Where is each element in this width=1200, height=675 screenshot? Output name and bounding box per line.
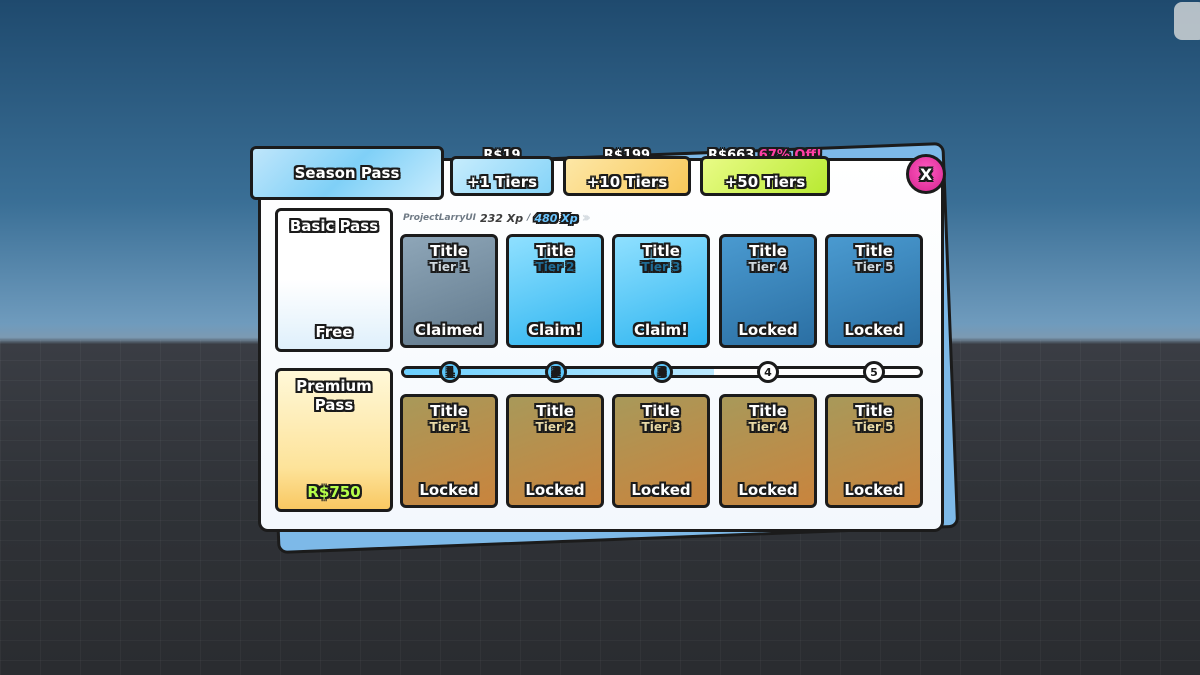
- basic-tier-card[interactable]: Title Tier 5 Locked: [825, 234, 923, 348]
- tier-number: Tier 1: [429, 260, 469, 274]
- season-pass-tab-label: Season Pass: [294, 164, 400, 182]
- tier-number: Tier 1: [429, 420, 469, 434]
- tier-title: Title: [855, 402, 893, 420]
- tier-number: Tier 2: [535, 420, 575, 434]
- tier-status: Locked: [525, 481, 585, 499]
- xp-max: 480 Xp: [534, 211, 578, 225]
- buy-10-tier-label: +10 Tiers: [586, 173, 668, 191]
- buy-1-tier-label: +1 Tiers: [466, 173, 538, 191]
- buy-1-tier-button[interactable]: +1 Tiers: [450, 156, 554, 196]
- premium-tier-card[interactable]: Title Tier 4 Locked: [719, 394, 817, 508]
- xp-progress-readout: ProjectLarryUI 232 Xp / 480 Xp ›››: [403, 210, 592, 226]
- xp-separator: /: [527, 213, 531, 223]
- basic-tier-card[interactable]: Title Tier 2 Claim!: [506, 234, 604, 348]
- tier-node: 3: [651, 361, 673, 383]
- chevron-right-icon: ›››: [581, 210, 592, 226]
- tier-title: Title: [749, 402, 787, 420]
- tier-title: Title: [642, 242, 680, 260]
- basic-pass-price: Free: [315, 323, 353, 341]
- premium-pass-card[interactable]: Premium Pass R$750: [275, 368, 393, 512]
- tier-number: Tier 3: [641, 260, 681, 274]
- tier-status: Locked: [631, 481, 691, 499]
- tier-node: 4: [757, 361, 779, 383]
- tier-title: Title: [430, 242, 468, 260]
- tier-status: Locked: [738, 321, 798, 339]
- tier-number: Tier 4: [748, 260, 788, 274]
- xp-current: 232 Xp: [479, 211, 524, 225]
- tier-number: Tier 4: [748, 420, 788, 434]
- tier-status: Claimed: [415, 321, 483, 339]
- basic-tier-card[interactable]: Title Tier 4 Locked: [719, 234, 817, 348]
- tier-status: Claim!: [634, 321, 688, 339]
- tier-title: Title: [749, 242, 787, 260]
- premium-pass-price: R$750: [307, 483, 361, 501]
- tier-status: Locked: [844, 321, 904, 339]
- tier-title: Title: [855, 242, 893, 260]
- tier-title: Title: [642, 402, 680, 420]
- tier-title: Title: [536, 402, 574, 420]
- buy-50-tier-button[interactable]: +50 Tiers: [700, 156, 830, 196]
- tier-node: 1: [439, 361, 461, 383]
- tier-status: Locked: [738, 481, 798, 499]
- season-pass-tab[interactable]: Season Pass: [250, 146, 444, 200]
- close-button[interactable]: X: [906, 154, 946, 194]
- premium-tier-card[interactable]: Title Tier 5 Locked: [825, 394, 923, 508]
- player-name: ProjectLarryUI: [403, 213, 476, 223]
- premium-tier-card[interactable]: Title Tier 2 Locked: [506, 394, 604, 508]
- tier-status: Locked: [844, 481, 904, 499]
- basic-tier-card[interactable]: Title Tier 1 Claimed: [400, 234, 498, 348]
- tier-number: Tier 5: [854, 260, 894, 274]
- buy-50-tier-label: +50 Tiers: [724, 173, 806, 191]
- premium-tier-card[interactable]: Title Tier 3 Locked: [612, 394, 710, 508]
- premium-pass-name: Premium Pass: [296, 377, 372, 414]
- close-icon: X: [919, 164, 933, 184]
- basic-tier-card[interactable]: Title Tier 3 Claim!: [612, 234, 710, 348]
- tier-node: 2: [545, 361, 567, 383]
- tier-status: Claim!: [528, 321, 582, 339]
- tier-node: 5: [863, 361, 885, 383]
- buy-10-tier-button[interactable]: +10 Tiers: [563, 156, 691, 196]
- tier-title: Title: [536, 242, 574, 260]
- tier-number: Tier 2: [535, 260, 575, 274]
- premium-tier-card[interactable]: Title Tier 1 Locked: [400, 394, 498, 508]
- tier-number: Tier 3: [641, 420, 681, 434]
- tier-status: Locked: [419, 481, 479, 499]
- basic-pass-name: Basic Pass: [289, 217, 379, 235]
- tier-title: Title: [430, 402, 468, 420]
- tier-number: Tier 5: [854, 420, 894, 434]
- roblox-menu-button[interactable]: [1174, 2, 1200, 40]
- basic-pass-card[interactable]: Basic Pass Free: [275, 208, 393, 352]
